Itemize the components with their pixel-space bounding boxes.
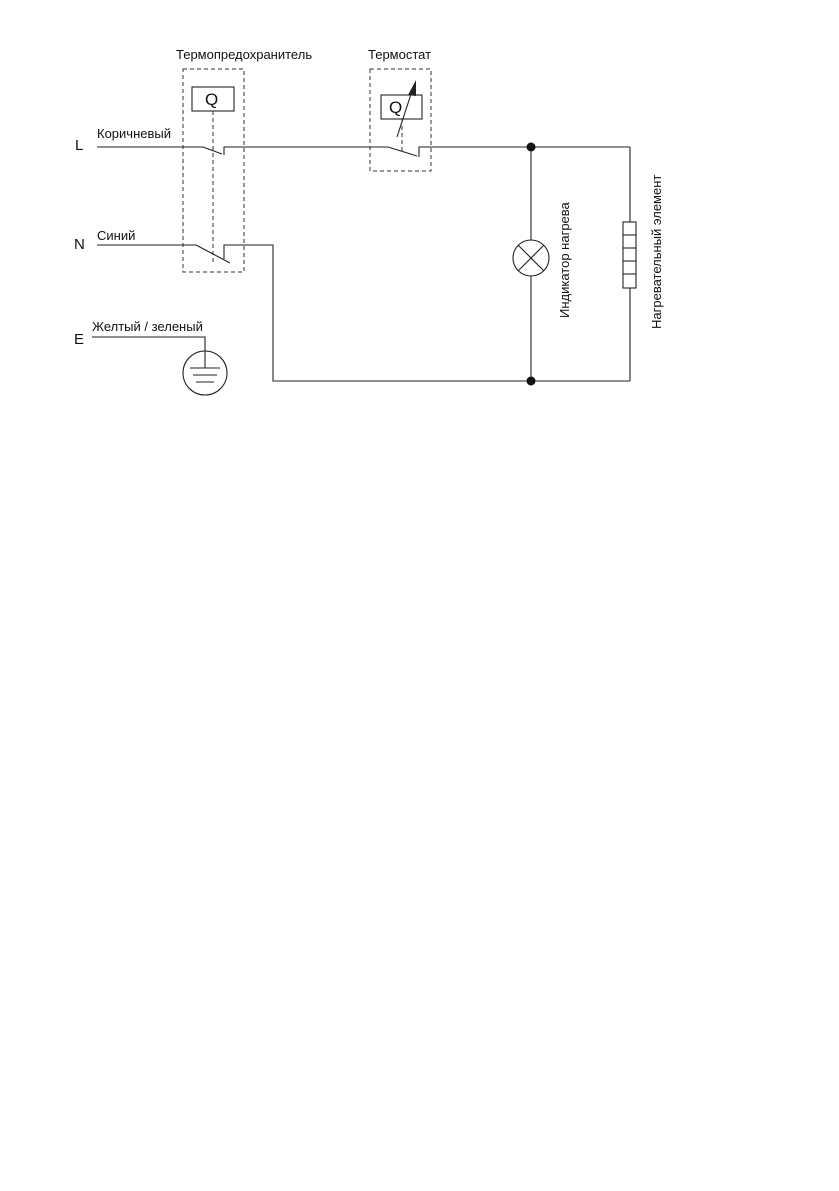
wire-neutral-label: Синий [97, 228, 135, 243]
fuse-neutral-contact [195, 244, 231, 264]
junction-dot-bottom [526, 376, 536, 386]
terminal-live-label: L [75, 137, 83, 154]
thermostat-contact [387, 146, 418, 157]
thermal-fuse: Q [182, 68, 245, 273]
thermostat-arrow-head [408, 80, 416, 96]
thermostat-symbol: Q [389, 98, 402, 117]
thermostat-enclosure [369, 68, 432, 172]
terminal-earth-label: E [74, 331, 84, 348]
neutral-conductor [97, 244, 630, 382]
fuse-live-contact [202, 146, 223, 155]
ground-icon [182, 350, 228, 396]
live-conductor [97, 146, 630, 157]
thermostat-title: Термостат [368, 47, 431, 62]
wire-earth-label: Желтый / зеленый [92, 319, 203, 334]
heating-element-icon [622, 221, 637, 289]
indicator-label: Индикатор нагрева [557, 201, 572, 318]
thermal-fuse-symbol: Q [205, 90, 218, 109]
thermostat: Q [369, 68, 432, 172]
terminal-neutral-label: N [74, 236, 85, 253]
junction-dot-top [526, 142, 536, 152]
thermostat-adjust-arrow [396, 87, 414, 138]
thermal-fuse-enclosure [182, 68, 245, 273]
wire-live-label: Коричневый [97, 126, 171, 141]
indicator-lamp-icon [512, 239, 550, 277]
earth-conductor [92, 336, 206, 368]
thermal-fuse-title: Термопредохранитель [176, 47, 312, 62]
heating-element-label: Нагревательный элемент [649, 175, 664, 329]
